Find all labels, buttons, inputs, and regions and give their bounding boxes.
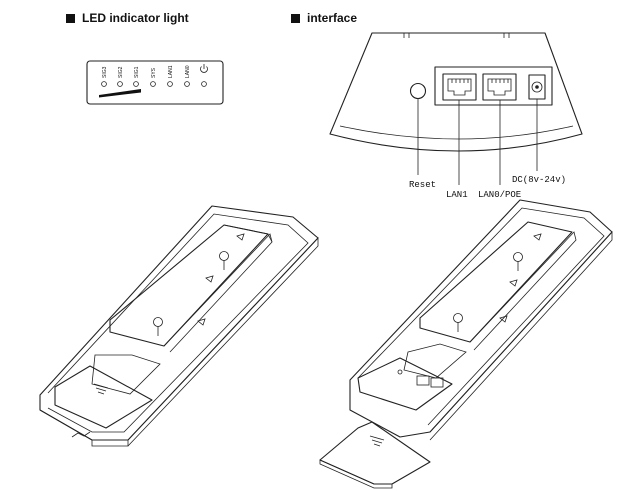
bullet-square-icon — [291, 13, 300, 23]
lan0-port-icon — [482, 73, 517, 101]
led-sig2 — [117, 81, 123, 87]
led-sig3 — [101, 81, 107, 87]
led-panel-outline — [86, 60, 224, 105]
led-sig1 — [133, 81, 139, 87]
led-power — [201, 81, 207, 87]
interface-housing-outer — [329, 32, 583, 152]
signal-strength-wedge — [99, 89, 141, 98]
mounting-bracket — [109, 224, 269, 347]
led-indicator-heading-text: LED indicator light — [82, 11, 189, 25]
port-block — [434, 66, 553, 106]
dc-label: DC(8v-24v) — [512, 175, 566, 185]
mounting-bracket — [419, 221, 573, 343]
led-lan1 — [167, 81, 173, 87]
keyhole-icon — [513, 252, 523, 271]
detached-port-cover — [319, 421, 431, 485]
label-panel — [403, 343, 467, 379]
interface-housing-inner — [339, 125, 574, 140]
device-closed-outline — [39, 205, 319, 441]
keyhole-icon — [453, 313, 463, 332]
led-label-lan1: LAN1 — [168, 65, 174, 78]
led-sys — [150, 81, 156, 87]
port-cover — [54, 365, 153, 429]
bullet-square-icon — [66, 13, 75, 23]
interface-view: Reset LAN1 LAN0/POE DC(8v-24v) — [329, 32, 583, 200]
lan0-poe-label: LAN0/POE — [478, 190, 521, 200]
lan1-port-icon — [442, 73, 477, 101]
dc-jack-icon — [528, 74, 546, 100]
led-label-sig2: SIG2 — [118, 66, 124, 78]
power-icon — [200, 64, 208, 73]
reset-hole — [397, 369, 403, 375]
device-opened — [319, 199, 613, 489]
led-label-sig1: SIG1 — [134, 66, 140, 78]
keyhole-icon — [153, 317, 163, 336]
led-label-sig3: SIG3 — [102, 66, 108, 78]
keyhole-icon — [219, 251, 229, 270]
label-panel — [91, 354, 161, 395]
led-label-lan0: LAN0 — [185, 65, 191, 78]
grip-lines-icon — [93, 383, 109, 395]
reset-hole — [409, 82, 427, 100]
led-label-sys: SYS — [151, 67, 157, 78]
led-indicator-heading: LED indicator light — [66, 11, 189, 25]
lan-ports-icon — [416, 375, 444, 388]
device-closed — [39, 205, 319, 447]
led-panel: SIG3 SIG2 SIG1 SYS LAN1 LAN0 — [86, 60, 224, 105]
lan1-label: LAN1 — [446, 190, 468, 200]
reset-label: Reset — [409, 180, 436, 190]
port-bay — [357, 357, 453, 411]
interface-heading: interface — [291, 11, 357, 25]
interface-heading-text: interface — [307, 11, 358, 25]
led-lan0 — [184, 81, 190, 87]
grip-lines-icon — [369, 435, 385, 447]
